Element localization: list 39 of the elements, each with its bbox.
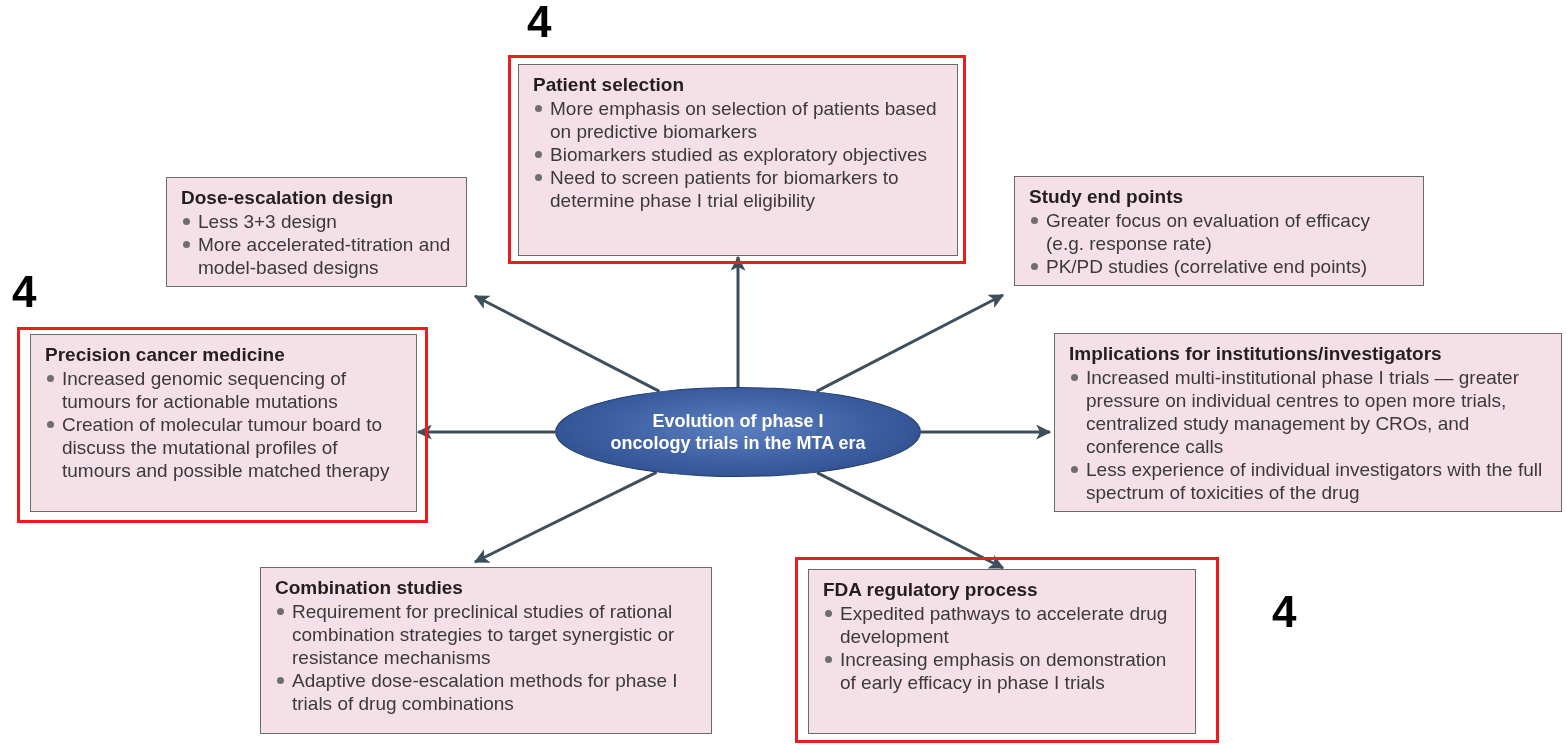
bullet-item: More accelerated-titration and model-based designs — [181, 233, 456, 279]
callout-number: 4 — [1272, 590, 1297, 634]
bullet-item: Creation of molecular tumour board to discuss the mutational profiles of tumours and possible matched therapy — [45, 413, 406, 482]
box-heading: Patient selection — [533, 73, 685, 97]
arrow — [416, 424, 555, 440]
bullet-item: Expedited pathways to accelerate drug development — [823, 602, 1185, 648]
bullet-item: Increasing emphasis on demonstration of early efficacy in phase I trials — [823, 648, 1185, 694]
bullet-item: Biomarkers studied as exploratory objectives — [533, 143, 947, 166]
callout-number: 4 — [12, 270, 37, 314]
highlight-frame — [795, 557, 1219, 743]
arrow — [473, 470, 658, 564]
bullet-item: Less 3+3 design — [181, 210, 456, 233]
bullet-item: Requirement for preclinical studies of rational combination strategies to target synergistic or resistance mechanisms — [275, 600, 701, 669]
info-box — [808, 569, 1196, 734]
bullet-item: Increased multi-institutional phase I trials — greater pressure on individual centres to open more trials, centralized study management by CROs, and conference calls — [1069, 366, 1551, 458]
bullet-item: Adaptive dose-escalation methods for phase I trials of drug combinations — [275, 669, 701, 715]
callout-number: 4 — [527, 0, 552, 44]
info-box — [166, 177, 467, 287]
bullet-item: Less experience of individual investigators with the full spectrum of toxicities of the drug — [1069, 458, 1551, 504]
bullet-item: More emphasis on selection of patients based on predictive biomarkers — [533, 97, 947, 143]
box-heading: Dose-escalation design — [181, 186, 395, 210]
info-box — [1054, 333, 1562, 512]
info-box — [260, 567, 712, 734]
arrow — [730, 255, 746, 387]
bullet-item: PK/PD studies (correlative end points) — [1029, 255, 1413, 278]
arrow — [816, 471, 1005, 570]
node-title: Evolution of phase I oncology trials in the MTA era — [609, 409, 867, 455]
box-heading: Study end points — [1029, 185, 1185, 209]
bullet-item: Increased genomic sequencing of tumours for actionable mutations — [45, 367, 406, 413]
bullet-item: Greater focus on evaluation of efficacy (e.g. response rate) — [1029, 209, 1413, 255]
box-heading: Combination studies — [275, 576, 464, 600]
arrow — [921, 424, 1052, 440]
info-box — [1014, 176, 1424, 286]
arrow — [473, 294, 661, 393]
box-heading: FDA regulatory process — [823, 578, 1039, 602]
bullet-item: Need to screen patients for biomarkers to determine phase I trial eligibility — [533, 166, 947, 212]
arrow — [815, 293, 1005, 393]
box-heading: Precision cancer medicine — [45, 343, 286, 367]
box-heading: Implications for institutions/investigators — [1069, 342, 1443, 366]
